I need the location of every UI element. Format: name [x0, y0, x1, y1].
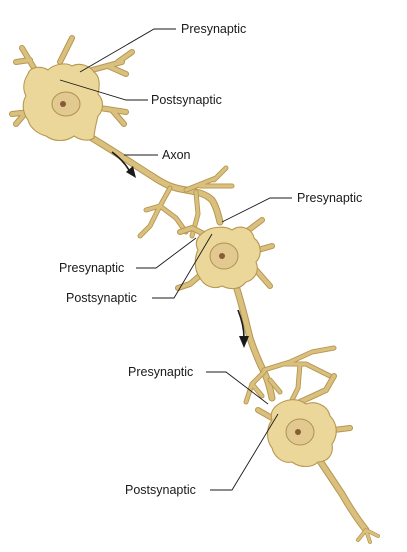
- direction-arrow-1: [111, 151, 136, 178]
- leader-presynaptic-4: [206, 371, 269, 405]
- leader-postsynaptic-2: [152, 233, 213, 299]
- neuron-2-dendrites: [175, 217, 275, 291]
- label-postsynaptic-3: Postsynaptic: [125, 483, 196, 497]
- leader-presynaptic-1: [79, 28, 176, 73]
- leader-presynaptic-2: [221, 197, 292, 223]
- neuron-2-nucleolus: [219, 253, 225, 259]
- label-axon: Axon: [162, 148, 191, 162]
- neuron-3-axon: [314, 454, 380, 544]
- label-presynaptic-3: Presynaptic: [59, 261, 124, 275]
- neuron-1-axon: [88, 134, 235, 239]
- neuron-3: [255, 373, 380, 544]
- label-presynaptic-4: Presynaptic: [128, 365, 193, 379]
- neuron-1-nucleolus: [60, 101, 66, 107]
- label-postsynaptic-2: Postsynaptic: [66, 291, 137, 305]
- leader-presynaptic-3: [136, 237, 197, 269]
- label-postsynaptic-1: Postsynaptic: [151, 93, 222, 107]
- neuron-2-axon: [232, 282, 337, 405]
- leader-postsynaptic-3: [210, 413, 279, 491]
- neuron-1-dendrites: [9, 35, 135, 127]
- leader-postsynaptic-1: [59, 79, 148, 101]
- neuron-3-dendrites: [255, 373, 353, 433]
- neuron-1: [9, 35, 235, 239]
- labels: Presynaptic Postsynaptic Axon Presynapti…: [59, 22, 362, 497]
- label-presynaptic-2: Presynaptic: [297, 191, 362, 205]
- neuron-2: [175, 217, 337, 405]
- direction-arrow-2: [237, 309, 249, 348]
- label-presynaptic-1: Presynaptic: [181, 22, 246, 36]
- leader-lines: [59, 28, 292, 491]
- neuron-3-nucleolus: [295, 429, 301, 435]
